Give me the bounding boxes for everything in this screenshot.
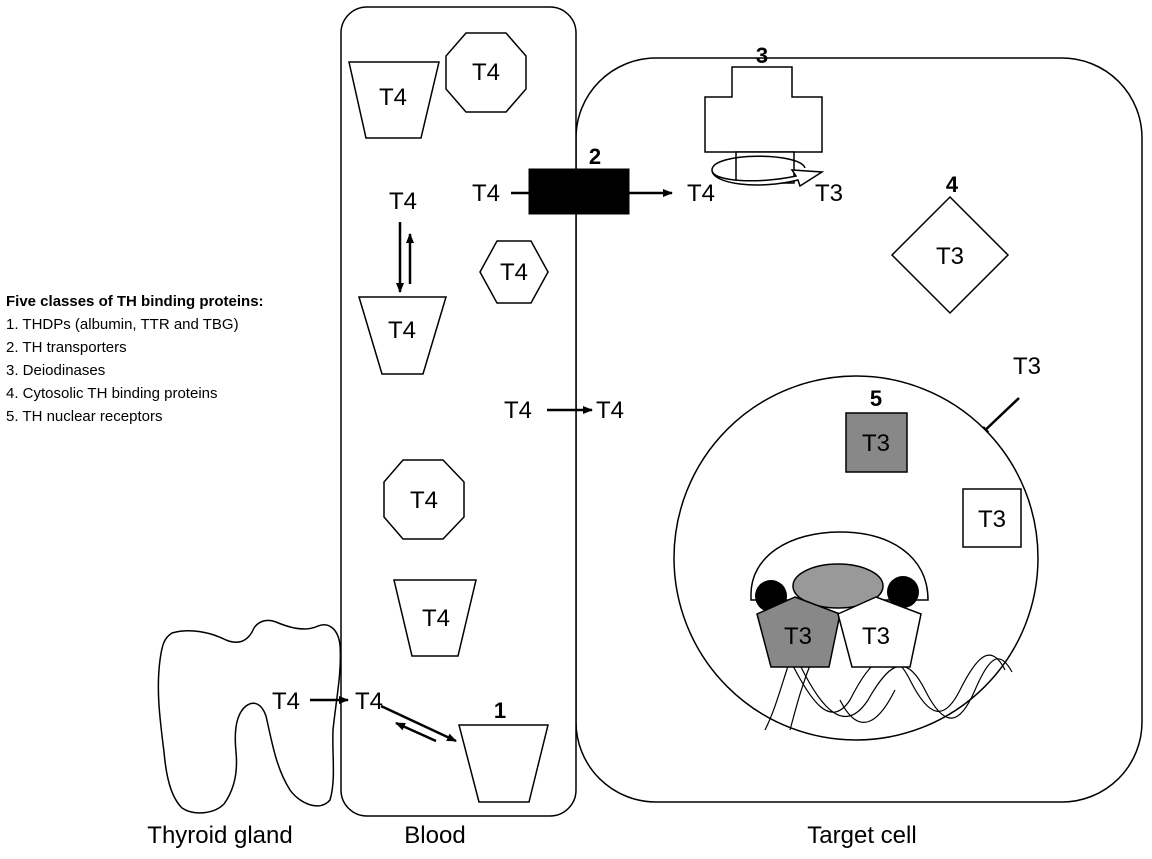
- conversion-curve: [711, 155, 806, 171]
- number-4: 4: [946, 172, 959, 197]
- t4-label: T4: [596, 397, 624, 424]
- legend-item-4: 4. Cytosolic TH binding proteins: [6, 385, 218, 402]
- number-2: 2: [589, 144, 601, 169]
- legend-item-1: 1. THDPs (albumin, TTR and TBG): [6, 316, 239, 333]
- t3-label: T3: [978, 506, 1006, 533]
- legend-item-5: 5. TH nuclear receptors: [6, 408, 162, 425]
- release-arrow: [395, 721, 437, 743]
- trapezoid-protein: [357, 296, 448, 375]
- binding-arrow: [380, 704, 457, 743]
- trapezoid-protein: [348, 61, 440, 139]
- t3-label: T3: [1013, 353, 1041, 380]
- t4-label: T4: [272, 688, 300, 715]
- thdp-protein: [458, 724, 549, 803]
- caption-thyroid: Thyroid gland: [147, 822, 292, 849]
- t3-label: T3: [784, 623, 812, 650]
- caption-blood: Blood: [404, 822, 465, 849]
- legend: Five classes of TH binding proteins: 1. …: [6, 293, 264, 425]
- t3-label: T3: [936, 243, 964, 270]
- number-1: 1: [494, 698, 506, 723]
- blood-compartment: [340, 6, 577, 817]
- thyroid-gland-shape: [157, 619, 342, 814]
- conversion-arrow: [711, 169, 825, 188]
- cytosolic-binding-protein: [890, 195, 1010, 315]
- legend-title: Five classes of TH binding proteins:: [6, 293, 264, 310]
- t3-label: T3: [862, 623, 890, 650]
- cofactor-right: [887, 576, 919, 608]
- trapezoid-protein: [393, 579, 477, 657]
- nuclear-receptor: [845, 412, 908, 473]
- legend-item-3: 3. Deiodinases: [6, 362, 105, 379]
- caption-target: Target cell: [807, 822, 916, 849]
- dna-strands: [764, 654, 1013, 731]
- number-5: 5: [870, 386, 882, 411]
- deiodinase-enzyme: [704, 66, 823, 153]
- t4-label: T4: [388, 317, 416, 344]
- t4-label: T4: [504, 397, 532, 424]
- number-3: 3: [756, 43, 768, 68]
- t4-label: T4: [422, 605, 450, 632]
- legend-item-2: 2. TH transporters: [6, 339, 127, 356]
- t4-label: T4: [410, 487, 438, 514]
- receptor-pentagon-left: [756, 596, 841, 668]
- t3-label: T3: [815, 180, 843, 207]
- t4-label: T4: [500, 259, 528, 286]
- t4-label: T4: [472, 180, 500, 207]
- t4-label: T4: [355, 688, 383, 715]
- t4-label: T4: [389, 188, 417, 215]
- entry-arrow: [979, 397, 1020, 436]
- th-transporter: [528, 168, 630, 215]
- t3-label: T3: [862, 430, 890, 457]
- octagon-protein: [383, 459, 465, 540]
- hexagon-protein: [479, 240, 549, 304]
- coactivator-oval: [792, 563, 884, 609]
- receptor-pentagon-right: [837, 596, 922, 668]
- octagon-protein: [445, 32, 527, 113]
- t4-label: T4: [472, 59, 500, 86]
- t4-label: T4: [379, 84, 407, 111]
- t4-label: T4: [687, 180, 715, 207]
- free-t3-box: [962, 488, 1022, 548]
